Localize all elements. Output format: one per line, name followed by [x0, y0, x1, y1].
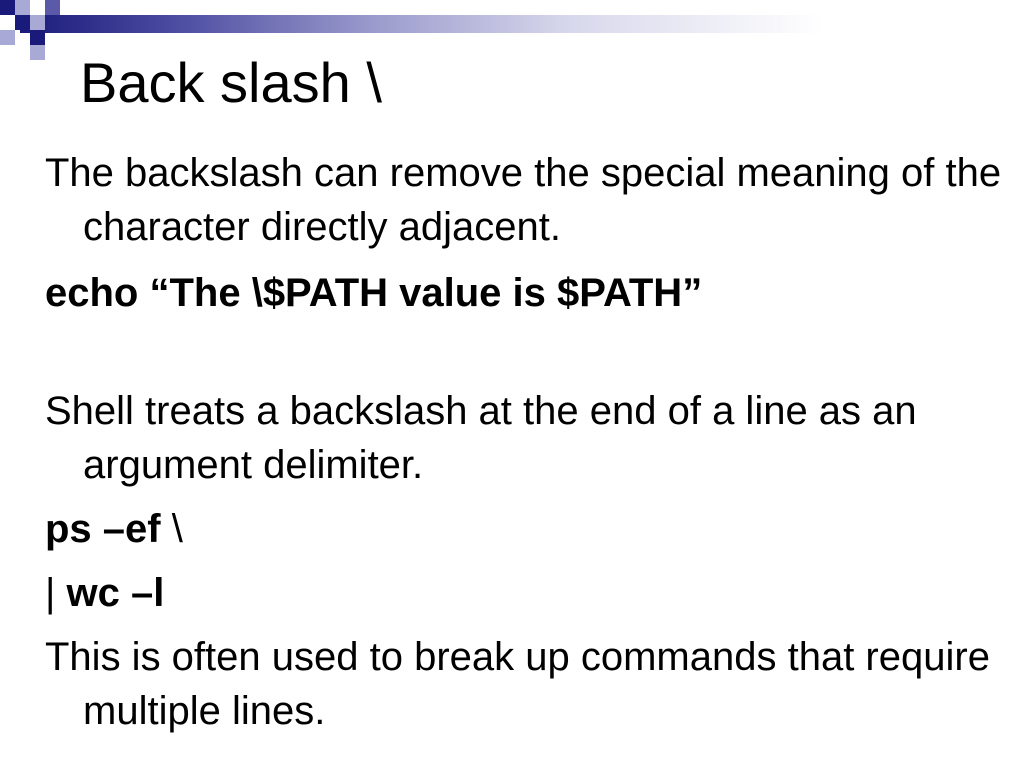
code-wc-command: wc –l	[66, 571, 165, 615]
decor-square	[0, 0, 15, 15]
decor-square	[15, 15, 30, 30]
decor-square	[15, 0, 30, 15]
code-ps-line: ps –ef \	[45, 502, 1005, 556]
code-echo-example: echo “The \$PATH value is $PATH”	[45, 271, 703, 315]
paragraph-line-continuation: Shell treats a backslash at the end of a…	[45, 389, 917, 487]
slide-body: The backslash can remove the special mea…	[45, 146, 1005, 738]
decor-square	[30, 45, 45, 60]
header-gradient-bar	[20, 15, 1024, 33]
code-wc-line: | wc –l	[45, 566, 1005, 620]
paragraph-backslash-meaning: The backslash can remove the special mea…	[45, 151, 1002, 249]
decor-square	[45, 0, 60, 15]
code-ps-backslash: \	[160, 507, 183, 551]
code-ps-command: ps –ef	[45, 507, 161, 551]
decor-square	[0, 30, 15, 45]
decor-square	[30, 15, 45, 30]
code-pipe: |	[45, 571, 67, 615]
slide-title: Back slash \	[80, 51, 382, 114]
decor-square	[30, 30, 45, 45]
paragraph-multiline-usage: This is often used to break up commands …	[45, 635, 990, 733]
